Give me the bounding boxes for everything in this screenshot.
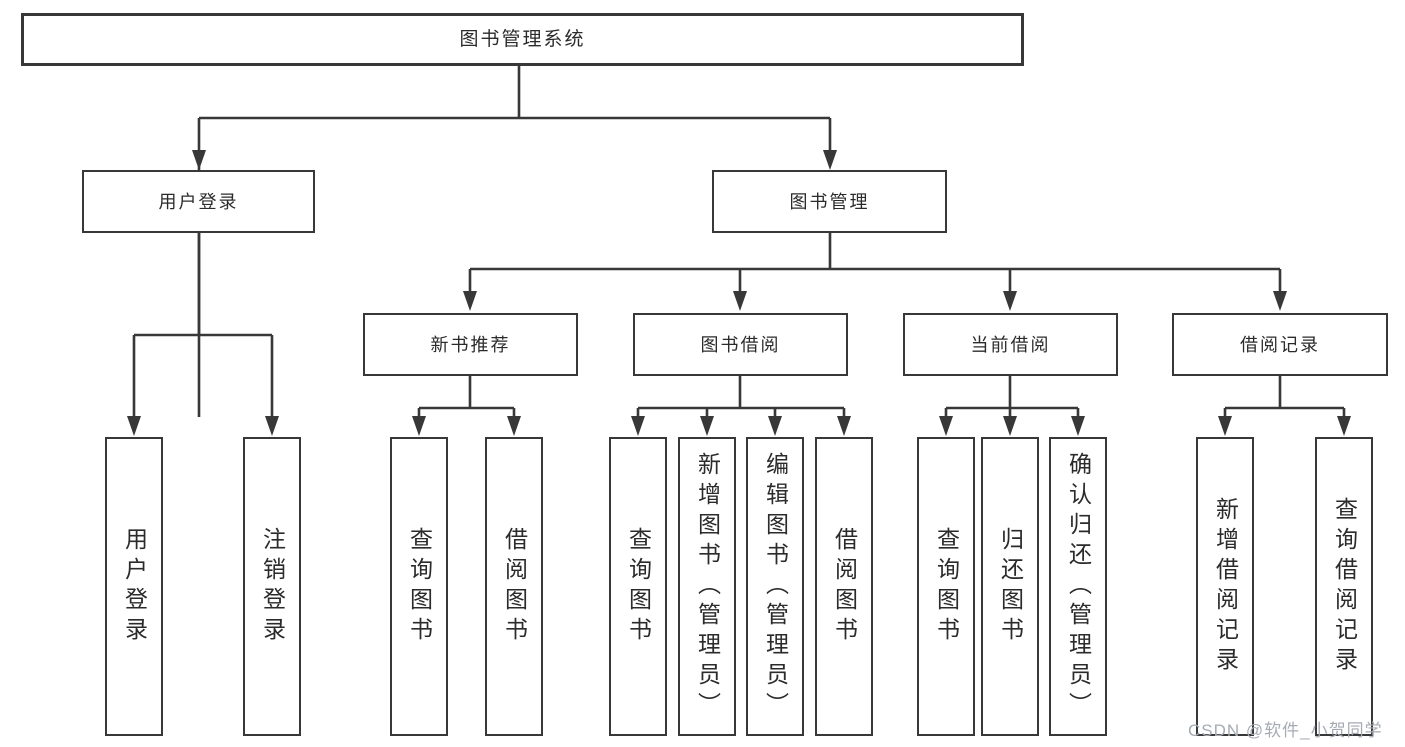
leaf-borrow-books-recommend: 借阅图书: [485, 437, 543, 736]
node-root-system: 图书管理系统: [21, 13, 1024, 66]
leaf-user-login: 用户登录: [105, 437, 163, 736]
leaf-query-books-recommend: 查询图书: [390, 437, 448, 736]
arrowhead-icon: [837, 416, 851, 436]
leaf-return-books: 归还图书: [981, 437, 1039, 736]
leaf-query-borrow-record: 查询借阅记录: [1315, 437, 1373, 736]
leaf-borrow-books-borrowing: 借阅图书: [815, 437, 873, 736]
connector-records-to-leaves: [1218, 376, 1351, 436]
arrowhead-icon: [1273, 291, 1287, 311]
leaf-logout: 注销登录: [243, 437, 301, 736]
arrowhead-icon: [1218, 416, 1232, 436]
arrowhead-icon: [733, 291, 747, 311]
node-new-book-recommend: 新书推荐: [363, 313, 578, 376]
connector-root-to-level2: [192, 66, 837, 417]
arrowhead-icon: [1003, 416, 1017, 436]
arrowhead-icon: [507, 416, 521, 436]
arrowhead-icon: [1071, 416, 1085, 436]
leaf-query-books-borrowing: 查询图书: [609, 437, 667, 736]
arrowhead-icon: [700, 416, 714, 436]
connector-current-to-leaves: [939, 376, 1085, 436]
connector-borrowing-to-leaves: [631, 376, 851, 436]
leaf-confirm-return-admin: 确认归还（管理员）: [1049, 437, 1107, 736]
leaf-add-borrow-record: 新增借阅记录: [1196, 437, 1254, 736]
arrowhead-icon: [768, 416, 782, 436]
leaf-add-books-admin: 新增图书（管理员）: [678, 437, 736, 736]
leaf-query-books-current: 查询图书: [917, 437, 975, 736]
arrowhead-icon: [823, 150, 837, 170]
leaf-edit-books-admin: 编辑图书（管理员）: [746, 437, 804, 736]
arrowhead-icon: [939, 416, 953, 436]
csdn-watermark: CSDN @软件_小贺同学: [1188, 721, 1383, 740]
node-book-borrowing: 图书借阅: [633, 313, 848, 376]
arrowhead-icon: [1337, 416, 1351, 436]
connector-newbooks-to-leaves: [412, 376, 521, 436]
connector-userlogin-to-leaves: [127, 233, 279, 436]
arrowhead-icon: [412, 416, 426, 436]
arrowhead-icon: [127, 416, 141, 436]
node-current-borrowing: 当前借阅: [903, 313, 1118, 376]
arrowhead-icon: [631, 416, 645, 436]
node-book-management: 图书管理: [712, 170, 947, 233]
arrowhead-icon: [463, 291, 477, 311]
node-borrowing-records: 借阅记录: [1172, 313, 1388, 376]
arrowhead-icon: [265, 416, 279, 436]
node-user-login: 用户登录: [82, 170, 315, 233]
connector-bookmgmt-to-level3: [463, 233, 1287, 311]
arrowhead-icon: [192, 150, 206, 170]
arrowhead-icon: [1003, 291, 1017, 311]
